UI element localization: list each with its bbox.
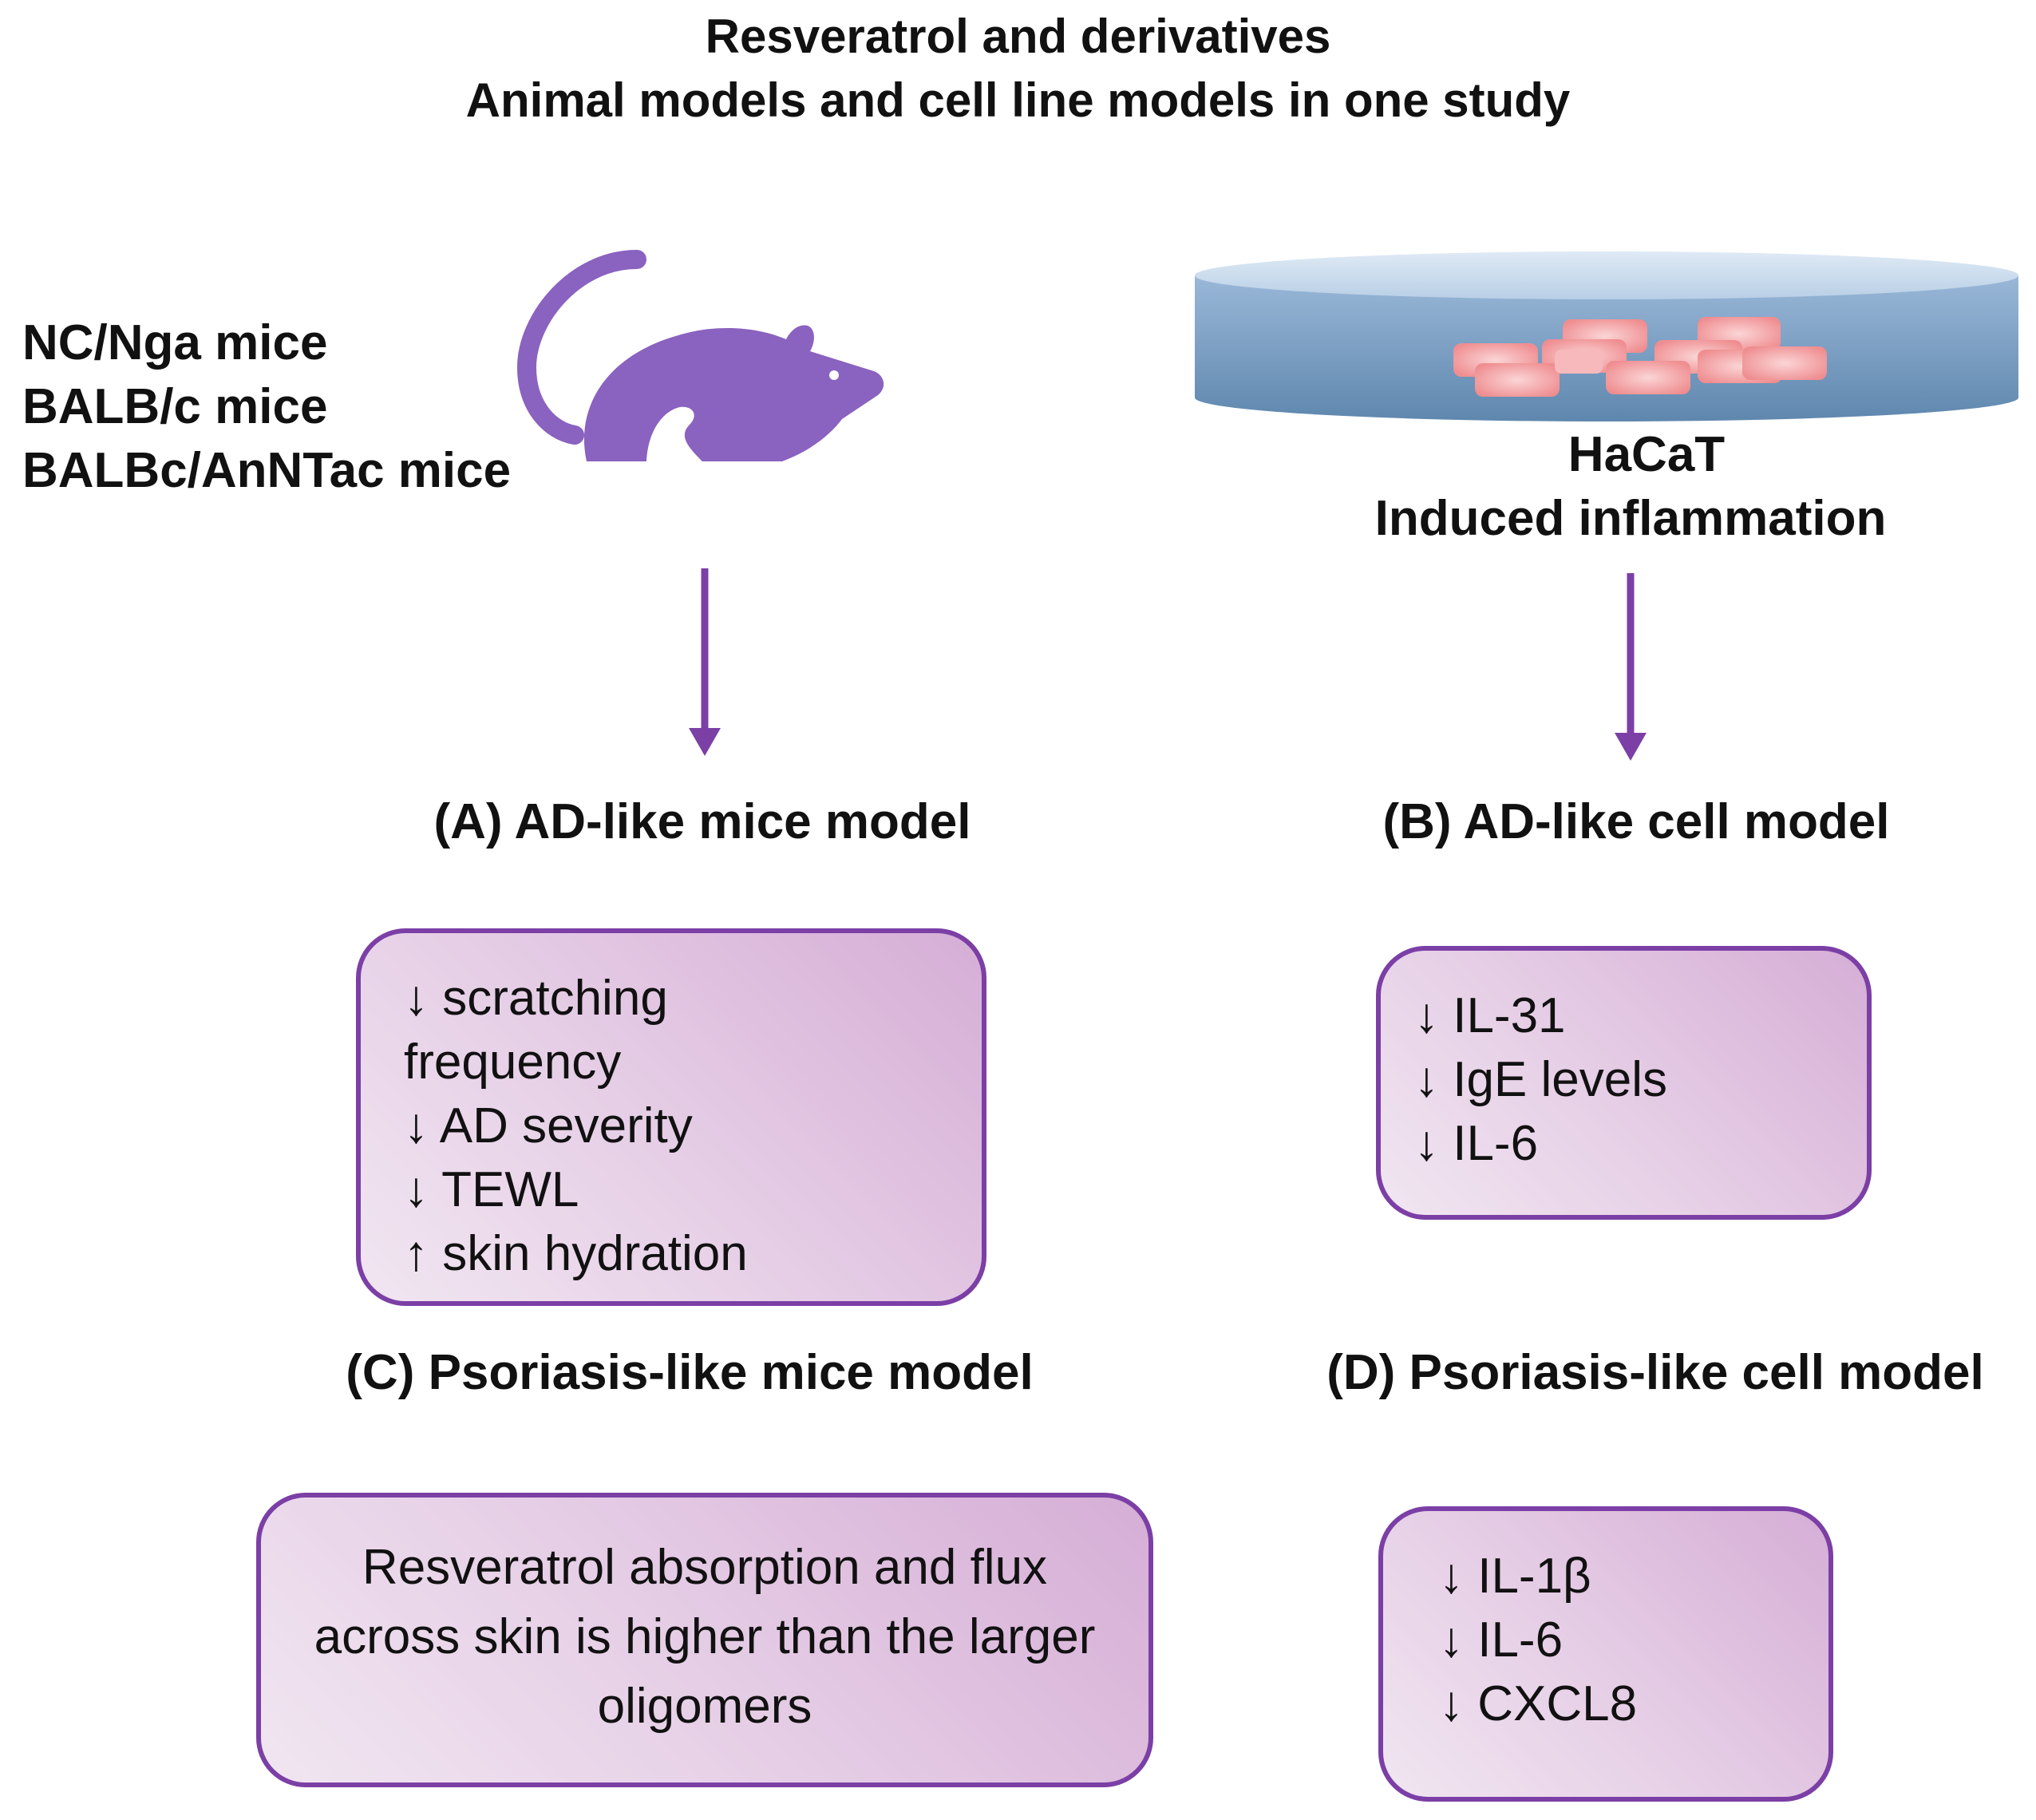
cell-line-label: HaCaT <box>1568 427 1726 482</box>
panel-b-item: ↓ IL-6 <box>1414 1116 1539 1171</box>
panel-b-heading: (B) AD-like cell model <box>1382 794 1890 849</box>
panel-a-item: ↓ AD severity <box>404 1098 693 1153</box>
panel-d-item: ↓ IL-6 <box>1439 1612 1564 1668</box>
panel-a-item: ↓ TEWL <box>404 1162 579 1217</box>
petri-dish-icon <box>1195 251 2018 421</box>
panel-c-line: across skin is higher than the larger <box>314 1609 1096 1664</box>
panel-c-box: Resveratrol absorption and flux across s… <box>256 1493 1153 1787</box>
mouse-strain: BALB/c mice <box>22 379 328 434</box>
mouse-strain: NC/Nga mice <box>22 315 328 370</box>
panel-a-item: frequency <box>404 1035 622 1090</box>
panel-c-text: Resveratrol absorption and flux across s… <box>261 1533 1148 1741</box>
arrow-down-icon <box>1615 573 1647 761</box>
panel-d-item: ↓ IL-1β <box>1439 1549 1591 1604</box>
cell-condition-label: Induced inflammation <box>1374 491 1887 546</box>
figure-title-line-2: Animal models and cell line models in on… <box>465 73 1571 127</box>
mouse-strain-list: NC/Nga mice BALB/c mice BALBc/AnNTac mic… <box>22 311 511 503</box>
panel-a-box: ↓ scratching frequency ↓ AD severity ↓ T… <box>356 928 986 1306</box>
panel-b-box: ↓ IL-31 ↓ IgE levels ↓ IL-6 <box>1376 946 1872 1220</box>
arrow-down-icon <box>689 568 721 756</box>
panel-b-item: ↓ IgE levels <box>1414 1052 1668 1107</box>
figure-title-line-1: Resveratrol and derivatives <box>705 10 1331 63</box>
panel-a-heading: (A) AD-like mice model <box>433 794 971 849</box>
panel-d-item: ↓ CXCL8 <box>1439 1676 1638 1731</box>
panel-d-box: ↓ IL-1β ↓ IL-6 ↓ CXCL8 <box>1378 1506 1833 1802</box>
panel-a-item: ↓ scratching <box>404 971 668 1026</box>
mouse-icon <box>516 250 884 461</box>
panel-c-line: Resveratrol absorption and flux <box>362 1540 1048 1595</box>
panel-c-heading: (C) Psoriasis-like mice model <box>346 1345 1034 1400</box>
panel-c-line: oligomers <box>597 1679 812 1734</box>
panel-d-heading: (D) Psoriasis-like cell model <box>1326 1345 1984 1400</box>
panel-d-list: ↓ IL-1β ↓ IL-6 ↓ CXCL8 <box>1439 1545 1637 1736</box>
panel-a-list: ↓ scratching frequency ↓ AD severity ↓ T… <box>404 967 748 1286</box>
mouse-strain: BALBc/AnNTac mice <box>22 443 512 498</box>
panel-b-list: ↓ IL-31 ↓ IgE levels ↓ IL-6 <box>1414 984 1667 1176</box>
panel-a-item: ↑ skin hydration <box>404 1226 748 1281</box>
panel-b-item: ↓ IL-31 <box>1414 988 1566 1043</box>
